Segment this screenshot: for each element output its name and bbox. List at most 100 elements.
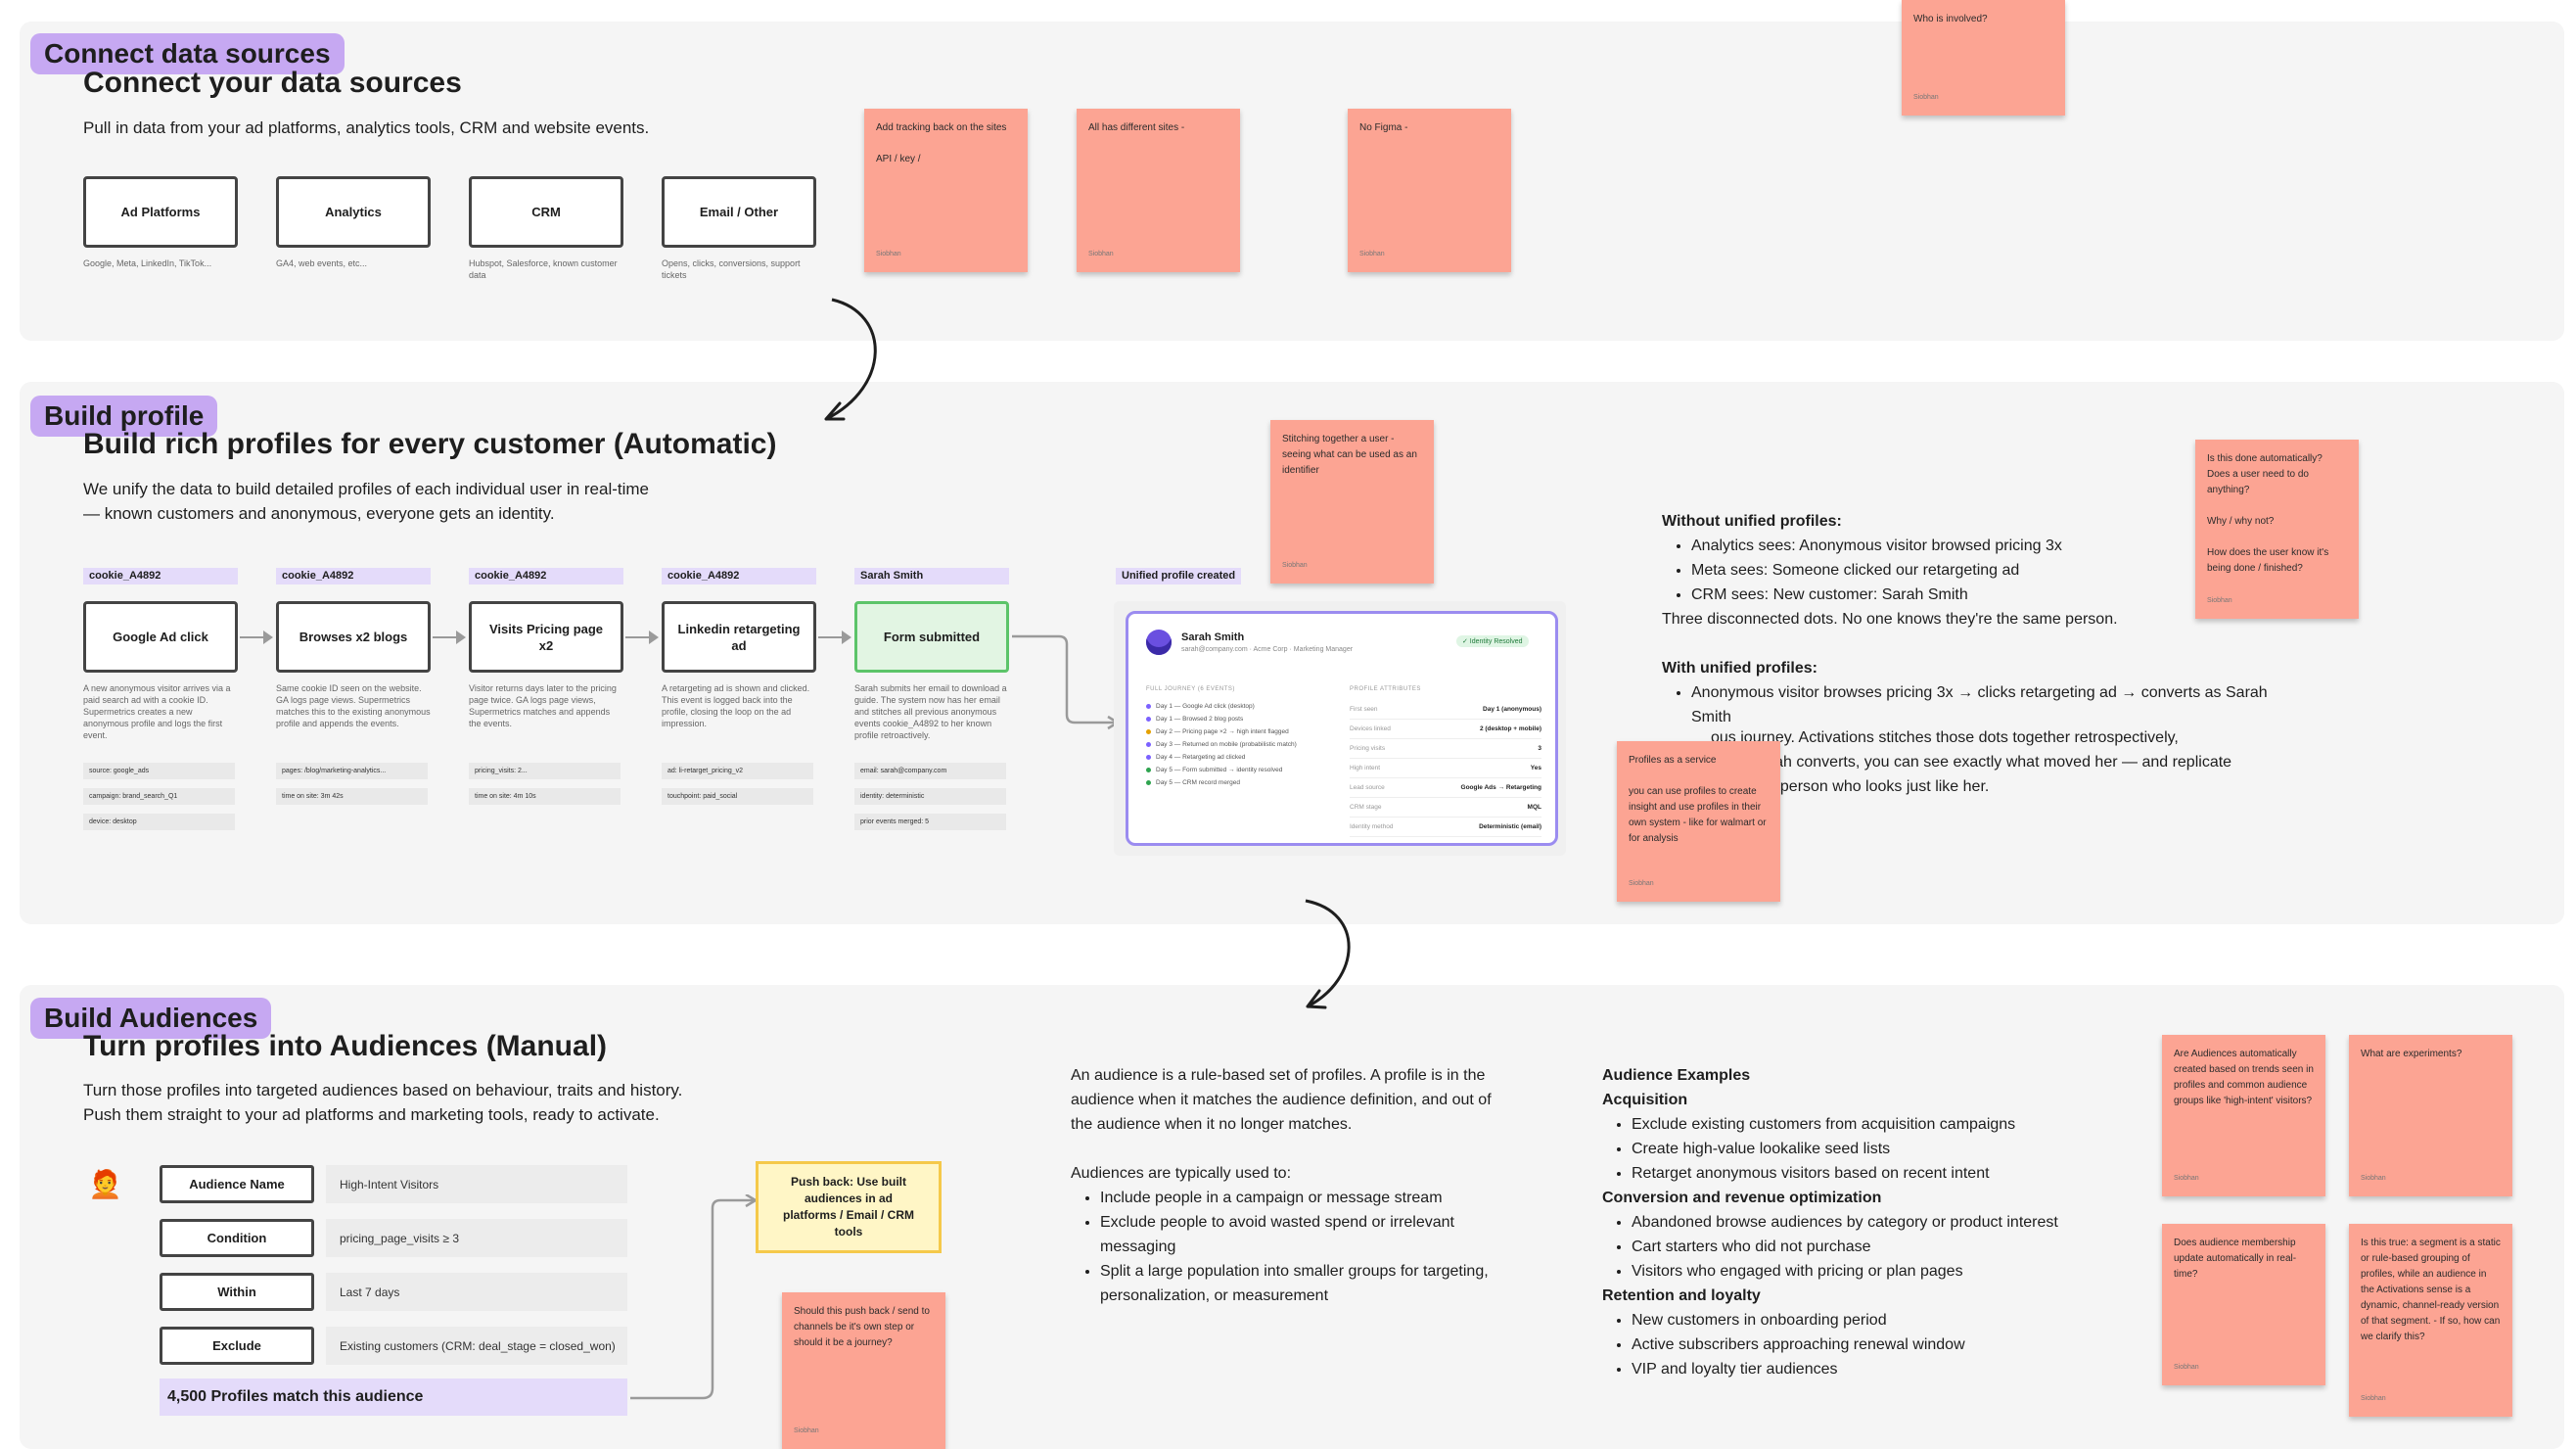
examples-list-item: Active subscribers approaching renewal w…: [1632, 1332, 2150, 1357]
data-source-caption: Opens, clicks, conversions, support tick…: [662, 258, 801, 280]
profile-attribute-row: Identity method Deterministic (email): [1350, 818, 1541, 837]
sticky-note-author: Siobhan: [2207, 597, 2232, 604]
sticky-note-auto-audiences[interactable]: Are Audiences automatically created base…: [2162, 1035, 2325, 1196]
profile-subtitle: sarah@company.com · Acme Corp · Marketin…: [1181, 646, 1354, 653]
step-connector-head: [649, 631, 659, 644]
journey-step-card[interactable]: Form submitted: [854, 601, 1009, 673]
sticky-note-who[interactable]: Who is involved? Siobhan: [1902, 0, 2065, 116]
connect-description: Pull in data from your ad platforms, ana…: [83, 118, 650, 137]
data-source-card[interactable]: CRM: [469, 176, 623, 248]
sticky-note-author: Siobhan: [1359, 251, 1385, 257]
journey-step-card[interactable]: Google Ad click: [83, 601, 238, 673]
section-tag-audiences[interactable]: Build Audiences: [30, 998, 272, 1039]
examples-groups: AcquisitionExclude existing customers fr…: [1602, 1088, 2150, 1381]
attribute-key: Lead source: [1350, 784, 1385, 791]
sticky-note-text: Does audience membership update automati…: [2174, 1238, 2297, 1280]
push-back-label: Push back: Use built audiences in ad pla…: [782, 1175, 915, 1239]
step-attribute: pages: /blog/marketing-analytics...: [276, 763, 428, 779]
audience-field-label: Condition: [160, 1219, 314, 1257]
step-chip: cookie_A4892: [276, 568, 431, 584]
sticky-note-text: Add tracking back on the sites API / key…: [876, 122, 1007, 164]
with-text-line-2: he Sarah converts, you can see exactly w…: [1728, 754, 2232, 771]
step-chip: cookie_A4892: [83, 568, 238, 584]
push-back-card[interactable]: Push back: Use built audiences in ad pla…: [756, 1161, 942, 1253]
sticky-note-stitching[interactable]: Stitching together a user - seeing what …: [1270, 420, 1434, 584]
journey-dot-icon: [1146, 717, 1151, 722]
audience-field-input[interactable]: Last 7 days: [326, 1273, 627, 1311]
attribute-key: Pricing visits: [1350, 745, 1386, 752]
sticky-note-automatic[interactable]: Is this done automatically? Does a user …: [2195, 440, 2359, 619]
audience-field-input[interactable]: Existing customers (CRM: deal_stage = cl…: [326, 1327, 627, 1365]
step-attribute: time on site: 4m 10s: [469, 788, 621, 805]
journey-list: Day 1 — Google Ad click (desktop)Day 1 —…: [1146, 700, 1342, 789]
data-source-card[interactable]: Ad Platforms: [83, 176, 238, 248]
step-connector: [818, 636, 848, 638]
examples-list-item: Create high-value lookalike seed lists: [1632, 1137, 2150, 1161]
with-list-item: Anonymous visitor browses pricing 3x → c…: [1691, 680, 2298, 729]
section-tag-build-profile[interactable]: Build profile: [30, 396, 218, 437]
with-text-line-3: t person who looks just like her.: [1771, 778, 1990, 795]
sticky-note-segment[interactable]: Is this true: a segment is a static or r…: [2349, 1224, 2512, 1417]
examples-list-item: New customers in onboarding period: [1632, 1308, 2150, 1332]
journey-event-text: Day 1 — Google Ad click (desktop): [1156, 703, 1255, 710]
sticky-note-text: Profiles as a service you can use profil…: [1629, 755, 1767, 844]
journey-step-card[interactable]: Linkedin retargeting ad: [662, 601, 816, 673]
attribute-key: Identity method: [1350, 823, 1394, 830]
without-list-item: CRM sees: New customer: Sarah Smith: [1691, 583, 2406, 607]
audience-field-input[interactable]: pricing_page_visits ≥ 3: [326, 1219, 627, 1257]
journey-dot-icon: [1146, 729, 1151, 734]
sticky-note-author: Siobhan: [1629, 880, 1654, 887]
journey-dot-icon: [1146, 704, 1151, 709]
sticky-note-pushback[interactable]: Should this push back / send to channels…: [782, 1292, 945, 1449]
journey-step-card[interactable]: Visits Pricing page x2: [469, 601, 623, 673]
sticky-note-author: Siobhan: [2361, 1175, 2386, 1182]
step-description: A new anonymous visitor arrives via a pa…: [83, 683, 231, 740]
sticky-note-figma[interactable]: No Figma - Siobhan: [1348, 109, 1511, 272]
uses-title: Audiences are typically used to:: [1071, 1165, 1292, 1182]
attribute-value: Deterministic (email): [1479, 823, 1541, 830]
uses-list-item: Split a large population into smaller gr…: [1100, 1259, 1501, 1308]
step-chip: Sarah Smith: [854, 568, 1009, 584]
sticky-note-text: Is this true: a segment is a static or r…: [2361, 1238, 2501, 1342]
sticky-note-text: No Figma -: [1359, 122, 1408, 133]
person-avatar-icon: 🧑‍🦰: [88, 1169, 122, 1199]
examples-group-title: Acquisition: [1602, 1092, 1688, 1108]
section-tag-connect[interactable]: Connect data sources: [30, 33, 345, 74]
flow-arrow-connect-to-profile: [824, 298, 877, 421]
audience-definition: An audience is a rule-based set of profi…: [1071, 1067, 1492, 1133]
sticky-note-experiments[interactable]: What are experiments?Siobhan: [2349, 1035, 2512, 1196]
journey-event: Day 5 — CRM record merged: [1146, 776, 1342, 789]
step-chip: cookie_A4892: [662, 568, 816, 584]
sticky-note-author: Siobhan: [1913, 94, 1939, 101]
sticky-note-service[interactable]: Profiles as a service you can use profil…: [1617, 741, 1780, 902]
examples-list-item: Exclude existing customers from acquisit…: [1632, 1112, 2150, 1137]
audience-field-label: Exclude: [160, 1327, 314, 1365]
sticky-note-text: Who is involved?: [1913, 14, 1988, 24]
examples-group-list: Exclude existing customers from acquisit…: [1602, 1112, 2150, 1186]
sticky-note-author: Siobhan: [2174, 1175, 2199, 1182]
audience-field-input[interactable]: High-Intent Visitors: [326, 1165, 627, 1203]
sticky-note-author: Siobhan: [1088, 251, 1114, 257]
attribute-key: Devices linked: [1350, 725, 1391, 732]
audience-field-label: Audience Name: [160, 1165, 314, 1203]
examples-list-item: Cart starters who did not purchase: [1632, 1235, 2150, 1259]
data-source-caption: Hubspot, Salesforce, known customer data: [469, 258, 618, 280]
sticky-note-tracking[interactable]: Add tracking back on the sites API / key…: [864, 109, 1028, 272]
uses-list-item: Include people in a campaign or message …: [1100, 1186, 1501, 1210]
build-profile-description: We unify the data to build detailed prof…: [83, 480, 650, 523]
journey-step-card[interactable]: Browses x2 blogs: [276, 601, 431, 673]
sticky-note-realtime[interactable]: Does audience membership update automati…: [2162, 1224, 2325, 1385]
sticky-note-text: All has different sites -: [1088, 122, 1185, 133]
data-source-card[interactable]: Analytics: [276, 176, 431, 248]
sticky-note-sites[interactable]: All has different sites - Siobhan: [1077, 109, 1240, 272]
profile-card[interactable]: Sarah Smith sarah@company.com · Acme Cor…: [1126, 611, 1558, 846]
step-description: A retargeting ad is shown and clicked. T…: [662, 683, 810, 728]
journey-event-text: Day 4 — Retargeting ad clicked: [1156, 754, 1246, 761]
sticky-note-text: Are Audiences automatically created base…: [2174, 1049, 2314, 1106]
without-profiles-block: Without unified profiles: Analytics sees…: [1662, 509, 2406, 729]
data-source-card[interactable]: Email / Other: [662, 176, 816, 248]
